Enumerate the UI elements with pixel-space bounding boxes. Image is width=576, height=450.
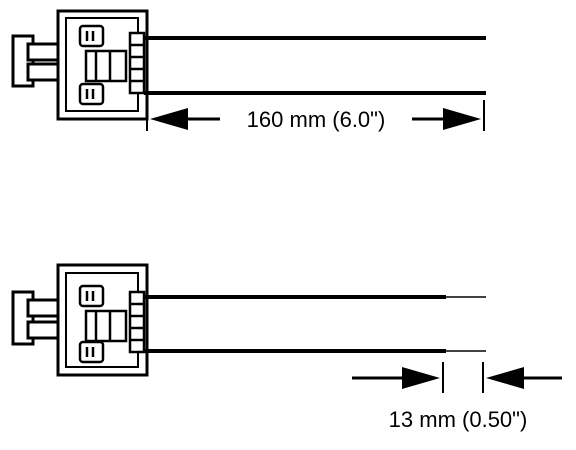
- bottom-dimension-label: 13 mm (0.50"): [389, 407, 528, 432]
- top-connector: 160 mm (6.0"): [11, 9, 486, 132]
- top-connector-latch: [11, 34, 64, 88]
- top-connector-wire-exit: [128, 31, 146, 95]
- top-connector-terminal-upper: [78, 24, 105, 48]
- bottom-dimension: [352, 362, 562, 393]
- bottom-connector-wire-exit: [128, 290, 146, 354]
- bottom-dimension-left-arrow: [402, 367, 440, 389]
- top-dimension: [146, 100, 485, 131]
- top-dimension-label: 160 mm (6.0"): [247, 107, 386, 132]
- bottom-connector-terminal-upper: [78, 284, 105, 308]
- top-connector-terminal-lower: [78, 82, 105, 106]
- bottom-connector-latch: [11, 290, 64, 346]
- top-connector-center-key: [84, 49, 128, 83]
- top-dimension-right-arrow: [443, 108, 481, 130]
- bottom-connector-wires: [144, 295, 486, 353]
- top-dimension-left-arrow: [150, 108, 188, 130]
- bottom-connector-terminal-lower: [78, 340, 105, 364]
- bottom-connector-center-key: [84, 309, 128, 343]
- bottom-connector: 13 mm (0.50"): [11, 263, 562, 432]
- bottom-dimension-right-arrow: [486, 367, 524, 389]
- top-connector-wires: [144, 36, 486, 95]
